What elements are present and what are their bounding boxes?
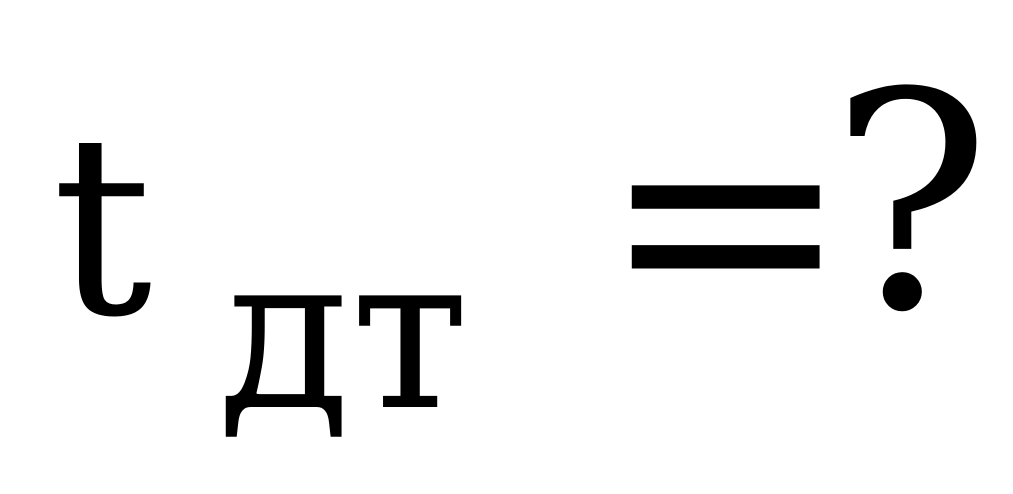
question-mark: ?	[830, 29, 991, 378]
subscript-dt: дт	[218, 207, 470, 458]
equals-sign: =	[600, 43, 852, 392]
variable-t: t	[52, 81, 153, 372]
